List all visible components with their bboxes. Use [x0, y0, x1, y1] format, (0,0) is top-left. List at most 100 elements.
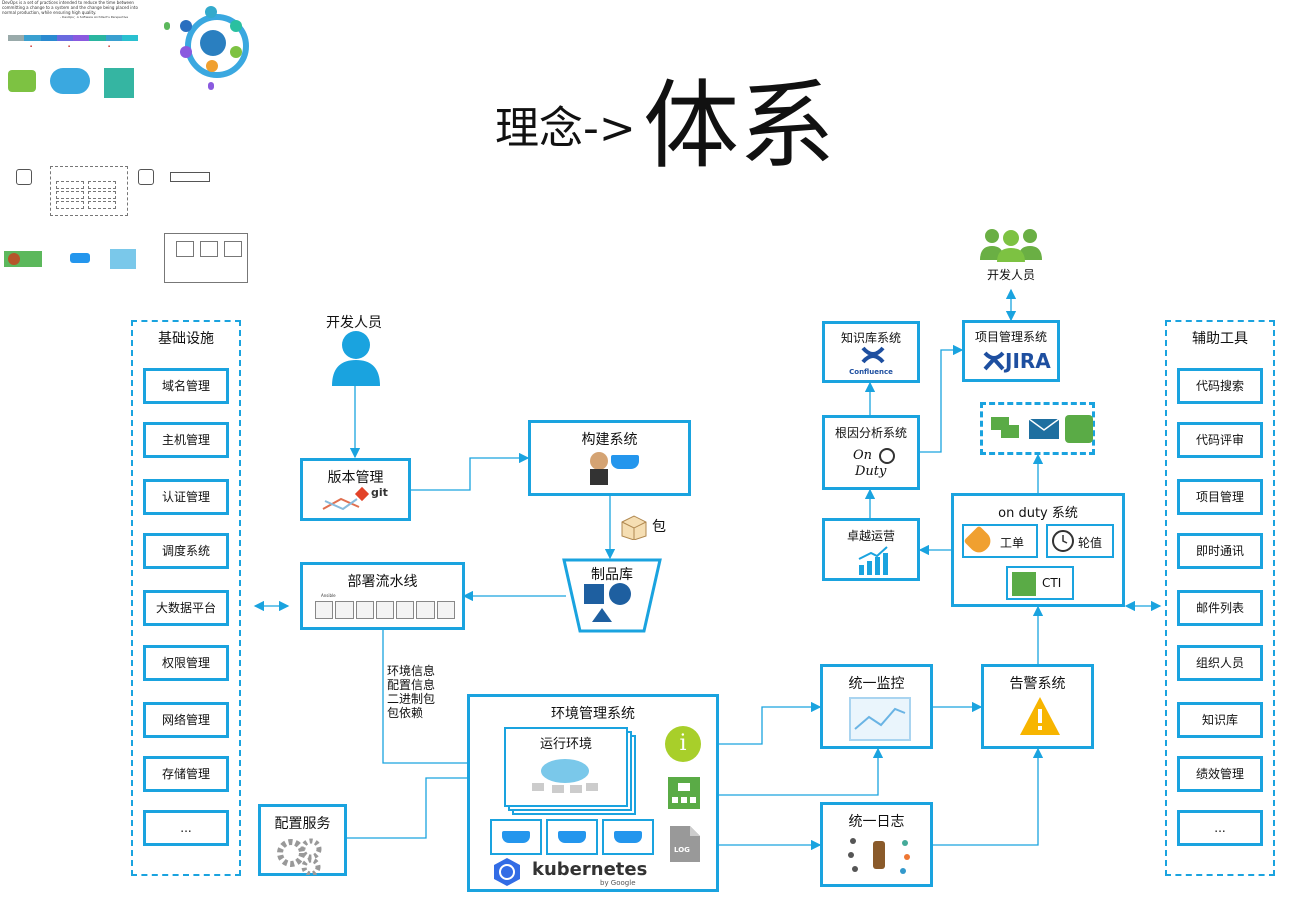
alert-box[interactable]: 告警系统 [981, 664, 1094, 749]
aux-item[interactable]: 代码评审 [1177, 422, 1263, 458]
title-right: 体系 [643, 70, 835, 182]
gears-icon [275, 835, 325, 877]
aux-item[interactable]: 项目管理 [1177, 479, 1263, 515]
docker-container [602, 819, 654, 855]
tag-icon [963, 525, 995, 557]
vcs-title: 版本管理 [327, 470, 384, 486]
alert-title: 告警系统 [1009, 676, 1066, 692]
infra-item[interactable]: 域名管理 [143, 368, 229, 404]
infra-title: 基础设施 [158, 331, 214, 347]
im-icons-box [980, 402, 1095, 455]
infra-panel: 基础设施 [131, 320, 241, 876]
artifact-title: 制品库 [591, 567, 633, 583]
thumb-phase-bar [8, 35, 138, 41]
docker-icon [70, 253, 90, 263]
aux-item[interactable]: 代码搜索 [1177, 368, 1263, 404]
onduty-logo: On Duty [849, 446, 899, 484]
info-icon: i [665, 726, 701, 762]
env-info-list: 环境信息 配置信息 二进制包 包依赖 [387, 664, 435, 720]
thumbnail-devops-intro: DevOps is a set of practices intended to… [0, 0, 150, 100]
mail-icon [1028, 418, 1060, 439]
infra-item[interactable]: 权限管理 [143, 645, 229, 681]
env-info-item: 二进制包 [387, 692, 436, 706]
aux-item[interactable]: 组织人员 [1177, 645, 1263, 681]
infra-item[interactable]: ... [143, 810, 229, 846]
infra-item[interactable]: 网络管理 [143, 702, 229, 738]
confluence-logo: Confluence [849, 368, 893, 376]
vcs-box[interactable]: 版本管理 git [300, 458, 411, 521]
jenkins-icon [587, 451, 611, 485]
log-file-icon: LOG [670, 826, 700, 862]
aux-item[interactable]: 知识库 [1177, 702, 1263, 738]
aux-item[interactable]: 绩效管理 [1177, 756, 1263, 792]
title-left: 理念-> [495, 103, 636, 154]
kb-title: 知识库系统 [840, 331, 901, 345]
growth-chart-icon [857, 545, 889, 575]
pipeline-stages [315, 601, 455, 619]
runtime-title: 运行环境 [539, 737, 592, 752]
rca-box[interactable]: 根因分析系统 On Duty [822, 415, 920, 490]
onduty-logo-line1: On [853, 448, 873, 463]
build-box[interactable]: 构建系统 [528, 420, 691, 496]
wechat-icon [1065, 415, 1093, 443]
server-icon [668, 777, 700, 809]
pm-title: 项目管理系统 [974, 330, 1047, 344]
cloud-icon [50, 68, 90, 94]
thumb-quote: DevOps is a set of practices intended to… [2, 0, 138, 15]
aux-item[interactable]: ... [1177, 810, 1263, 846]
kubernetes-by: by Google [600, 879, 636, 887]
log-label: LOG [674, 846, 690, 854]
infra-item[interactable]: 存储管理 [143, 756, 229, 792]
aux-item[interactable]: 邮件列表 [1177, 590, 1263, 626]
env-info-item: 包依赖 [387, 706, 424, 720]
env-info-item: 环境信息 [387, 664, 436, 678]
ticket-label: 工单 [1000, 536, 1025, 550]
windows-tile-icon [104, 68, 134, 98]
env-info-item: 配置信息 [387, 678, 436, 692]
developer-label: 开发人员 [326, 315, 382, 331]
log-collector-icon [847, 833, 911, 877]
chat-icon [991, 417, 1019, 441]
runtime-env-box[interactable]: 运行环境 [504, 727, 628, 807]
kubernetes-label: kubernetes [532, 859, 648, 880]
onduty-box[interactable]: on duty 系统 工单 轮值 CTI [951, 493, 1125, 607]
docker-container [490, 819, 542, 855]
thumb-quote-src: - DevOps：A Software Architect's Perspect… [60, 15, 129, 19]
thumbnail-pipeline-diagram [4, 165, 249, 283]
infra-item[interactable]: 调度系统 [143, 533, 229, 569]
rotation-button[interactable]: 轮值 [1046, 524, 1114, 558]
ansible-label: Ansible [321, 593, 336, 598]
cloud-network-icon [528, 755, 602, 795]
jenkins-icon [8, 253, 20, 265]
onduty-logo-line2: Duty [855, 464, 887, 479]
rotation-label: 轮值 [1078, 536, 1103, 550]
docker-whale-icon [614, 831, 642, 843]
infra-item[interactable]: 认证管理 [143, 479, 229, 515]
developers-top-label: 开发人员 [987, 268, 1036, 282]
config-box[interactable]: 配置服务 [258, 804, 347, 877]
kb-box[interactable]: 知识库系统 Confluence [822, 321, 920, 383]
logging-title: 统一日志 [848, 814, 905, 830]
pm-box[interactable]: 项目管理系统 JIRA [962, 320, 1060, 382]
ticket-button[interactable]: 工单 [962, 524, 1038, 558]
cti-button[interactable]: CTI [1006, 566, 1074, 600]
package-label: 包 [652, 519, 666, 535]
build-title: 构建系统 [581, 432, 638, 448]
pipeline-title: 部署流水线 [347, 574, 418, 590]
phone-grid-icon [1012, 572, 1036, 596]
infra-item[interactable]: 主机管理 [143, 422, 229, 458]
pipeline-box[interactable]: 部署流水线 Ansible [300, 562, 465, 630]
excellence-box[interactable]: 卓越运营 [822, 518, 920, 581]
aux-item[interactable]: 即时通讯 [1177, 533, 1263, 569]
aux-title: 辅助工具 [1192, 331, 1248, 347]
artifact-repo[interactable]: 制品库 [562, 558, 662, 633]
monitor-box[interactable]: 统一监控 [820, 664, 933, 749]
infra-item[interactable]: 大数据平台 [143, 590, 229, 626]
branch-graph-icon [321, 495, 361, 513]
package-icon [618, 512, 650, 541]
steering-wheel-icon [879, 448, 895, 464]
logging-box[interactable]: 统一日志 [820, 802, 933, 887]
developers-group-icon [980, 226, 1042, 262]
warning-icon [1018, 695, 1062, 739]
